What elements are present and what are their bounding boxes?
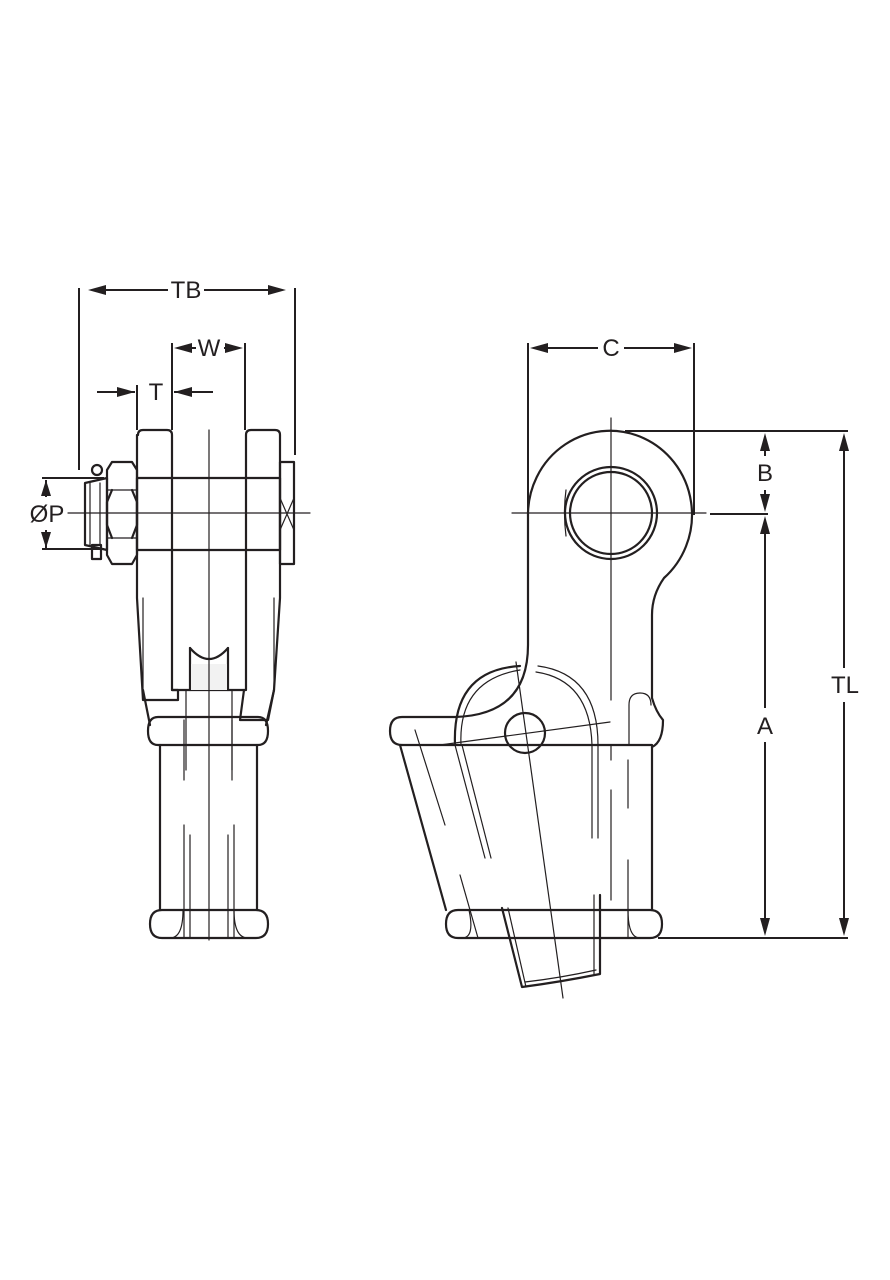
dim-label-a: A (757, 713, 773, 740)
dim-w: W (171, 335, 246, 430)
dim-label-tb: TB (171, 277, 202, 304)
wedge-pin-hole (503, 711, 547, 755)
dim-label-t: T (149, 379, 164, 406)
cotter-loop (90, 463, 104, 477)
wedge-axis (515, 661, 564, 999)
socket-left-edge (398, 743, 448, 912)
socket-body (158, 743, 259, 912)
eye-outer (526, 429, 694, 749)
dim-tl: TL (831, 433, 859, 936)
dim-b: B (625, 430, 848, 515)
dim-op: ØP (30, 477, 104, 550)
dim-a: A (658, 516, 848, 939)
dim-label-tl: TL (831, 672, 859, 699)
dim-label-c: C (602, 335, 619, 362)
dim-c: C (527, 335, 695, 515)
upper-collar (146, 715, 270, 747)
left-clevis-ear (135, 428, 180, 702)
side-lower-collar (444, 908, 664, 940)
dim-label-b: B (757, 460, 773, 487)
dim-label-w: W (198, 335, 221, 362)
dim-label-op: ØP (30, 501, 65, 528)
side-view (388, 417, 707, 999)
cotter-pin (83, 476, 109, 552)
lower-collar (148, 908, 270, 940)
dim-tb: TB (78, 277, 296, 470)
dim-t: T (97, 379, 213, 430)
front-view (67, 428, 311, 941)
